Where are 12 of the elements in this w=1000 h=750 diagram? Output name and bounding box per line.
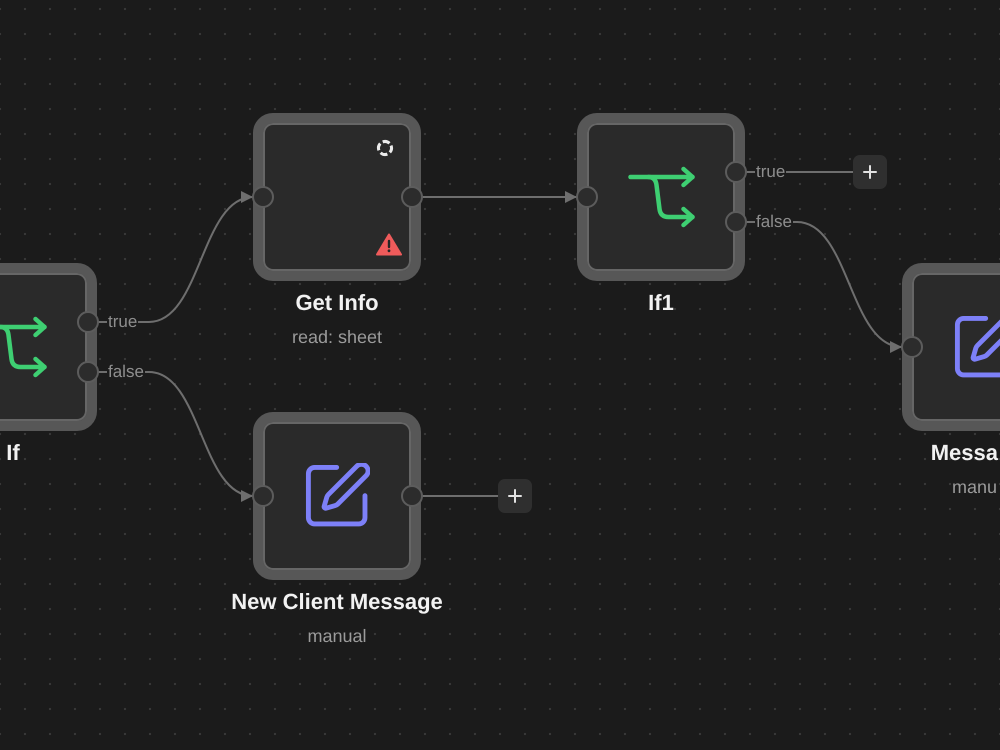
node-title: If1 [648, 290, 674, 316]
add-button [853, 155, 887, 189]
add-button [498, 479, 532, 513]
node-title: Get Info [295, 290, 379, 316]
node-title: Messa [930, 440, 998, 466]
connector-arrow [421, 191, 577, 203]
node-title: New Client Message [231, 589, 443, 615]
node-subtitle: manu [952, 476, 998, 498]
node-subtitle: read: sheet [292, 326, 382, 348]
node-subtitle: manual [307, 625, 367, 647]
connector-line [421, 495, 498, 497]
node-title: If [6, 440, 20, 466]
